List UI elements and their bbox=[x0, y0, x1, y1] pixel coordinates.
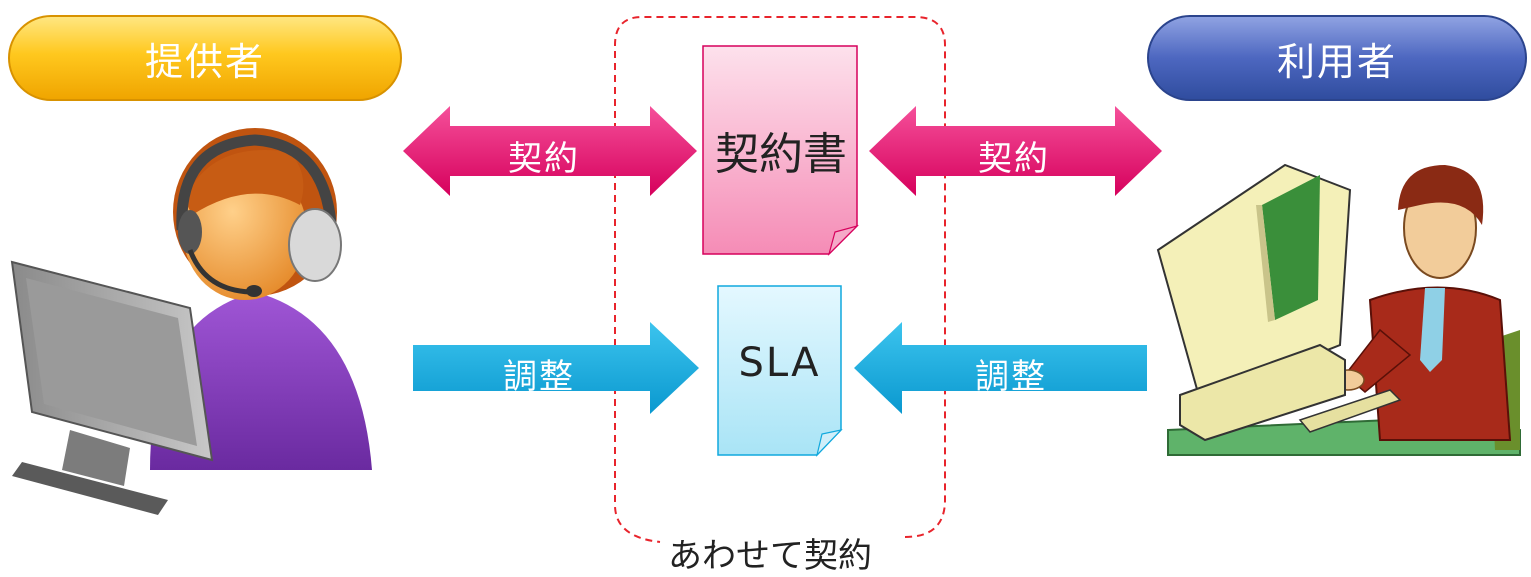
adjust-arrow-left bbox=[413, 322, 699, 414]
contract-document-icon bbox=[702, 45, 860, 257]
combined-contract-box bbox=[614, 16, 946, 543]
provider-label-pill: 提供者 bbox=[8, 15, 402, 101]
user-label: 利用者 bbox=[1276, 39, 1397, 84]
contract-arrow-left bbox=[403, 106, 697, 196]
provider-label: 提供者 bbox=[144, 39, 265, 84]
adjust-arrow-right bbox=[854, 322, 1147, 414]
user-label-pill: 利用者 bbox=[1147, 15, 1527, 101]
office-worker-icon bbox=[1156, 163, 1521, 456]
support-operator-icon bbox=[10, 128, 372, 515]
sla-document-icon bbox=[717, 285, 843, 458]
combined-contract-caption: あわせて契約 bbox=[668, 536, 872, 576]
contract-arrow-right bbox=[869, 106, 1162, 196]
